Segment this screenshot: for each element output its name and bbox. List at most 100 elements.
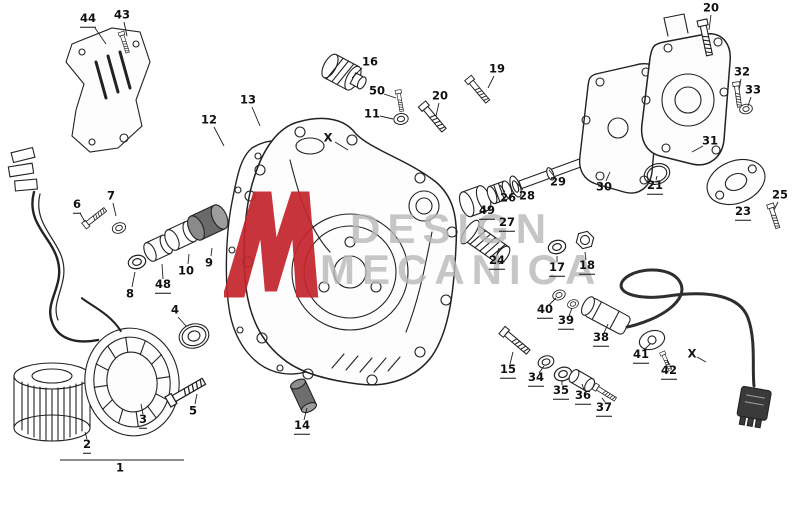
callout-3-44: 3 <box>138 413 148 429</box>
callout-11-4: 11 <box>363 106 381 121</box>
callout-49-19: 49 <box>478 204 496 220</box>
leader-line-20-5 <box>435 102 440 117</box>
callout-x-43: X <box>687 346 697 361</box>
callout-34-37: 34 <box>527 371 545 387</box>
callout-44-0: 44 <box>79 12 97 28</box>
leader-line-38-34 <box>603 323 609 334</box>
leader-line-6-23 <box>79 212 86 223</box>
leader-line-34-37 <box>538 365 545 374</box>
callout-48-29: 48 <box>154 278 172 294</box>
leader-line-18-26 <box>584 251 587 261</box>
callout-20-5: 20 <box>431 88 449 103</box>
callout-19-6: 19 <box>488 61 506 76</box>
callout-36-39: 36 <box>574 389 592 405</box>
callout-27-20: 27 <box>498 216 516 232</box>
callout-20-7: 20 <box>702 0 720 15</box>
leader-line-36-39 <box>581 383 585 391</box>
callout-26-14: 26 <box>499 190 517 205</box>
callout-24-27: 24 <box>488 254 506 270</box>
callout-6-23: 6 <box>72 198 82 214</box>
callout-8-28: 8 <box>125 286 135 301</box>
leader-line-11-4 <box>379 115 394 120</box>
leader-line-20-7 <box>708 14 712 31</box>
part-nut-18 <box>575 230 595 250</box>
callout-17-25: 17 <box>548 261 566 277</box>
leader-line-43-1 <box>123 21 128 37</box>
leader-line-15-36 <box>509 351 514 365</box>
part-wiring-harness <box>7 146 100 343</box>
leader-line-7-24 <box>112 202 117 217</box>
leader-line-37-40 <box>601 397 606 403</box>
leader-line-25-22 <box>773 201 779 211</box>
callout-21-18: 21 <box>646 179 664 195</box>
callout-42-42: 42 <box>660 364 678 380</box>
leader-line-3-44 <box>140 403 144 415</box>
leader-line-31-13 <box>691 145 704 153</box>
part-bracket-41 <box>638 329 666 351</box>
leader-line-30-17 <box>605 171 611 182</box>
leader-line-19-6 <box>487 75 495 89</box>
leader-line-48-29 <box>161 263 164 280</box>
leader-line-33-9 <box>747 96 752 107</box>
leader-line-x-12 <box>334 141 349 151</box>
part-water-pump-cover <box>640 13 731 166</box>
leader-line-32-8 <box>738 78 742 91</box>
leader-line-39-33 <box>568 307 573 317</box>
callout-9-31: 9 <box>204 255 214 270</box>
leader-line-8-28 <box>131 271 136 288</box>
callout-7-24: 7 <box>106 188 116 203</box>
leader-line-4-35 <box>177 316 187 327</box>
callout-31-13: 31 <box>701 133 719 148</box>
callout-16-2: 16 <box>361 54 379 69</box>
part-pin-14 <box>290 378 317 414</box>
callout-23-21: 23 <box>734 205 752 221</box>
callout-13-10: 13 <box>239 92 257 107</box>
callout-4-35: 4 <box>170 302 180 317</box>
callout-32-8: 32 <box>733 64 751 79</box>
leader-line-24-27 <box>496 247 500 256</box>
part-guard-bracket <box>65 27 151 153</box>
leader-line-50-3 <box>383 93 397 99</box>
leader-line-5-45 <box>194 393 198 405</box>
callout-x-12: X <box>323 130 333 145</box>
part-generator-cover <box>242 117 458 386</box>
callout-35-38: 35 <box>552 384 570 400</box>
leader-line-2-47 <box>84 431 88 440</box>
callout-41-41: 41 <box>632 348 650 364</box>
leader-line-x-43 <box>696 356 707 363</box>
leader-line-9-31 <box>210 247 213 257</box>
callout-18-26: 18 <box>578 259 596 275</box>
callout-40-32: 40 <box>536 303 554 319</box>
part-pump-backplate <box>578 63 661 194</box>
callout-15-36: 15 <box>499 363 517 379</box>
callout-50-3: 50 <box>368 83 386 98</box>
part-sensor-38 <box>581 296 631 335</box>
leader-line-41-41 <box>643 343 651 351</box>
part-bearing <box>178 323 210 349</box>
leader-line-40-32 <box>548 297 557 306</box>
part-sensor-cable <box>619 268 772 429</box>
part-spacer-48 <box>143 234 174 262</box>
callout-30-17: 30 <box>595 179 613 194</box>
leader-line-42-42 <box>666 359 670 366</box>
callout-12-11: 12 <box>200 112 218 127</box>
leader-line-13-10 <box>251 106 261 127</box>
part-flange-23 <box>706 158 766 206</box>
part-oring-21 <box>643 163 671 185</box>
part-stator <box>80 297 180 437</box>
callout-37-40: 37 <box>595 401 613 417</box>
callout-39-33: 39 <box>557 314 575 330</box>
callout-43-1: 43 <box>113 7 131 22</box>
callout-2-47: 2 <box>82 438 92 454</box>
leader-line-21-18 <box>655 175 658 181</box>
leader-line-44-0 <box>94 27 107 45</box>
leader-line-28-15 <box>516 182 524 191</box>
callout-29-16: 29 <box>549 174 567 189</box>
leader-line-12-11 <box>213 126 225 147</box>
callout-38-34: 38 <box>592 331 610 347</box>
part-plug-16 <box>321 53 367 91</box>
